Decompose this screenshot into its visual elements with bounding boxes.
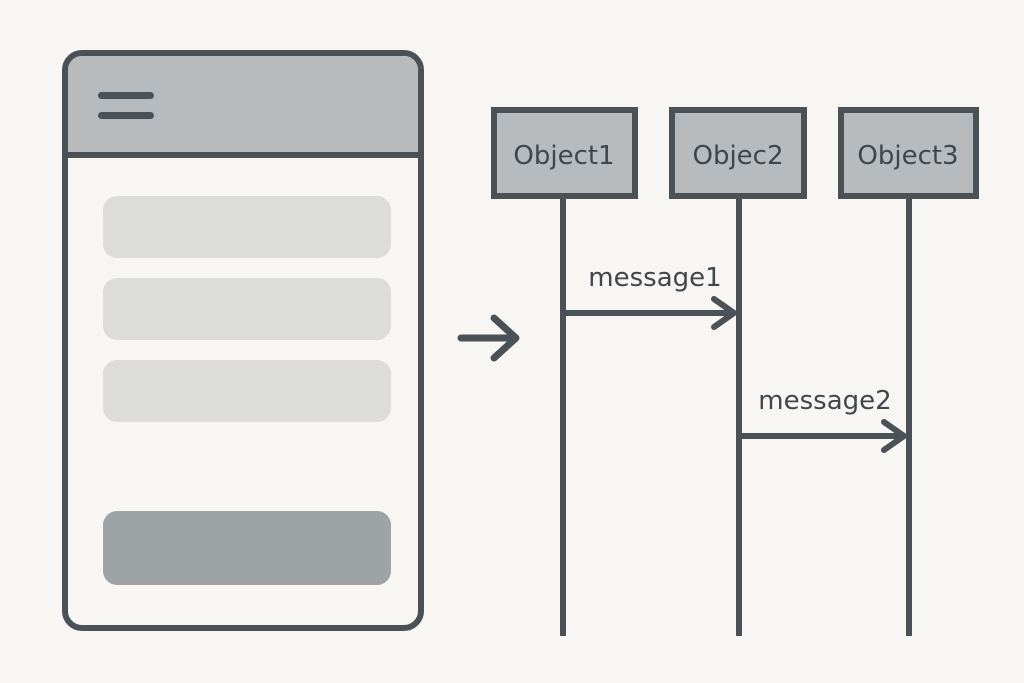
message-label: message1	[588, 263, 721, 293]
object-box-2[interactable]: Objec2	[669, 107, 807, 199]
message-arrow-1[interactable]: message1	[563, 263, 737, 330]
list-item[interactable]	[103, 196, 391, 258]
hamburger-line	[98, 92, 154, 99]
object-label: Objec2	[692, 141, 783, 171]
list-item[interactable]	[103, 278, 391, 340]
object-label: Object3	[857, 141, 958, 171]
message-arrow-2[interactable]: message2	[739, 386, 907, 453]
primary-button[interactable]	[103, 511, 391, 585]
object-label: Object1	[513, 141, 614, 171]
object-box-3[interactable]: Object3	[838, 107, 979, 199]
message-label: message2	[758, 386, 891, 416]
arrow-right-icon	[457, 314, 520, 362]
phone-header	[68, 56, 418, 158]
object-box-1[interactable]: Object1	[491, 107, 638, 199]
hamburger-icon[interactable]	[98, 92, 154, 126]
list-item[interactable]	[103, 360, 391, 422]
phone-wireframe	[62, 50, 424, 631]
hamburger-line	[98, 112, 154, 119]
